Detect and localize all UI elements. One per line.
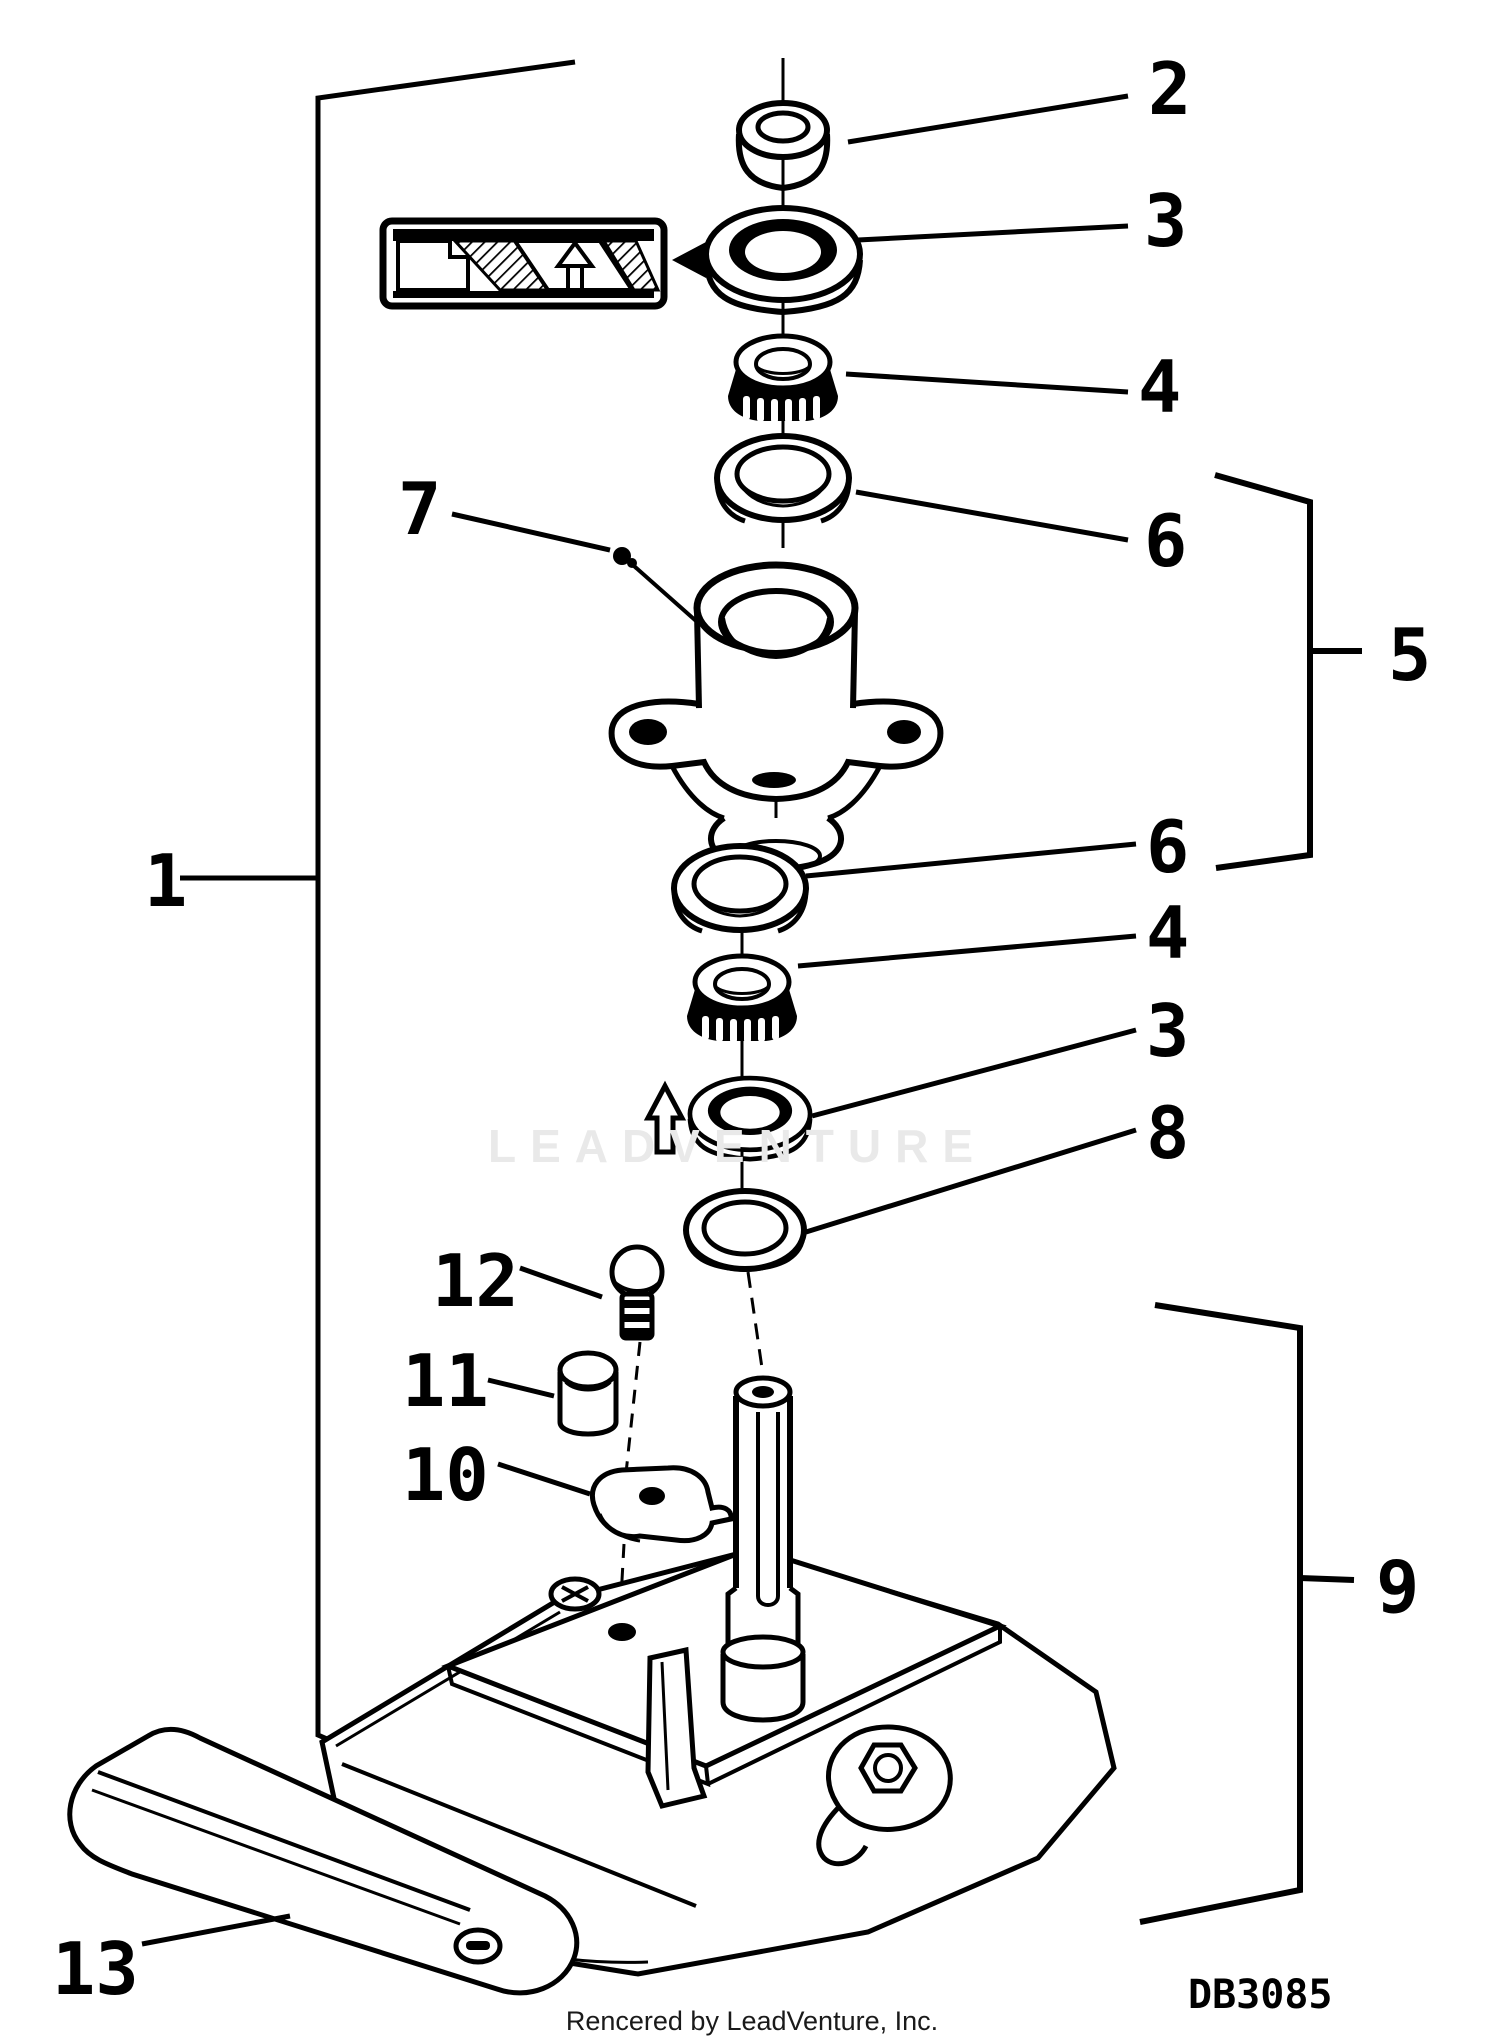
part-8-washer bbox=[683, 1188, 807, 1273]
part-6-bearing-cup-top bbox=[717, 436, 849, 521]
part-6-bearing-cup-bottom bbox=[674, 846, 806, 931]
hub-bolt-hole-right bbox=[887, 720, 921, 744]
leader-3-bottom bbox=[811, 1027, 1137, 1119]
callout-2: 2 bbox=[1148, 47, 1191, 131]
part-2-grease-cap bbox=[735, 100, 831, 192]
bracket-5 bbox=[1214, 472, 1362, 871]
bracket-9 bbox=[1139, 1302, 1355, 1925]
callout-4-bottom: 4 bbox=[1146, 891, 1189, 975]
leader-10 bbox=[497, 1461, 591, 1497]
callout-13: 13 bbox=[52, 1927, 139, 2011]
leader-7 bbox=[451, 511, 611, 553]
callout-5: 5 bbox=[1388, 613, 1431, 697]
leader-13 bbox=[141, 1913, 291, 1947]
leader-2 bbox=[847, 93, 1129, 145]
leader-12 bbox=[519, 1265, 603, 1300]
callout-9: 9 bbox=[1376, 1545, 1419, 1629]
part-5-spindle-housing bbox=[608, 561, 944, 873]
callout-3-top: 3 bbox=[1144, 179, 1187, 263]
deck-hole-keyed bbox=[548, 1576, 602, 1612]
bracket-1 bbox=[180, 59, 576, 1795]
part-4-bearing-cone-top bbox=[728, 336, 838, 423]
watermark-text: LEADVENTURE bbox=[488, 1120, 987, 1172]
callout-6-bottom: 6 bbox=[1146, 805, 1189, 889]
callout-4-top: 4 bbox=[1138, 345, 1181, 429]
part-11-spacer bbox=[557, 1350, 619, 1437]
part-10-blade-key bbox=[590, 1465, 734, 1544]
part-7-grease-fitting bbox=[613, 547, 706, 630]
callout-3-bottom: 3 bbox=[1146, 989, 1189, 1073]
part-4-bearing-cone-bottom bbox=[687, 956, 797, 1043]
part-13-blade bbox=[67, 1727, 580, 1996]
leader-8 bbox=[805, 1127, 1137, 1235]
hub-bolt-hole-left bbox=[629, 719, 667, 745]
grease-direction-up-arrow bbox=[643, 1080, 687, 1155]
latch-plate bbox=[816, 1724, 953, 1867]
callout-11: 11 bbox=[402, 1339, 489, 1423]
leader-3-top bbox=[857, 223, 1129, 243]
keyway-slot bbox=[756, 1412, 780, 1607]
deck-hole-small bbox=[608, 1623, 636, 1641]
callout-8: 8 bbox=[1146, 1091, 1189, 1175]
leader-6-bottom bbox=[805, 841, 1137, 879]
callout-7: 7 bbox=[398, 467, 441, 551]
drawing-code: DB3085 bbox=[1188, 1972, 1333, 2018]
callout-labels: 1 2 3 4 5 6 7 6 4 3 8 9 10 11 12 13 bbox=[52, 47, 1431, 2011]
callout-1: 1 bbox=[144, 839, 187, 923]
leader-11 bbox=[487, 1377, 555, 1399]
support-tab bbox=[645, 1646, 708, 1809]
spindle-shaft bbox=[720, 1375, 806, 1723]
hex-bolt bbox=[858, 1742, 918, 1794]
part-3-seal-top bbox=[706, 208, 860, 312]
callout-6-top: 6 bbox=[1144, 499, 1187, 583]
leader-6-top bbox=[855, 489, 1129, 543]
inset-cross-section bbox=[379, 217, 742, 310]
footer-credit: Rencered by LeadVenture, Inc. bbox=[566, 2006, 938, 2036]
leader-4-bottom bbox=[797, 933, 1137, 969]
leader-4-top bbox=[845, 371, 1129, 395]
callout-12: 12 bbox=[432, 1239, 519, 1323]
grease-direction-up-arrow-inset bbox=[554, 239, 596, 292]
part-12-bolt bbox=[609, 1244, 665, 1341]
callout-10: 10 bbox=[402, 1433, 489, 1517]
leader-lines bbox=[141, 93, 1137, 1947]
